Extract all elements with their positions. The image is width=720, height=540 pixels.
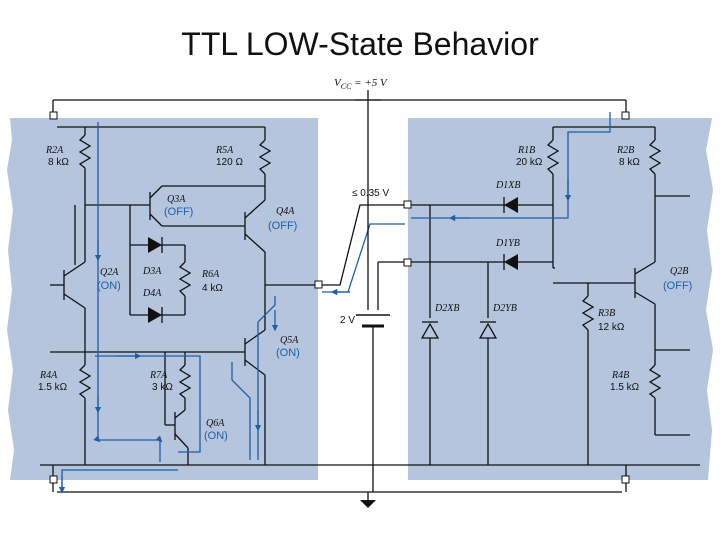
slide-title: TTL LOW-State Behavior	[181, 26, 539, 62]
d2yb-label: D2YB	[492, 303, 517, 314]
q2a-transistor	[50, 261, 86, 309]
r2b-label: R2B	[616, 145, 634, 156]
q2b-label: Q2B	[670, 266, 688, 277]
q3a-state: (OFF)	[164, 206, 193, 218]
gate-b-input-y-terminal	[403, 258, 412, 267]
r6a-label: R6A	[201, 269, 220, 280]
r4b-value: 1.5 kΩ	[610, 382, 640, 393]
r5a-resistor	[258, 139, 272, 175]
q3a-label: Q3A	[167, 194, 186, 205]
d2xb-label: D2XB	[434, 303, 459, 314]
q2b-state: (OFF)	[663, 280, 692, 292]
ground-terminal-right	[621, 475, 630, 484]
q5a-state: (ON)	[276, 347, 300, 359]
q2a-state: (ON)	[97, 280, 121, 292]
vcc-terminal-right	[621, 111, 630, 120]
r2a-resistor	[78, 134, 92, 169]
q6a-transistor	[164, 352, 189, 465]
gate-a-output-terminal	[314, 280, 323, 289]
r4a-label: R4A	[39, 370, 58, 381]
d1xb-label: D1XB	[495, 180, 520, 191]
r3b-label: R3B	[597, 308, 615, 319]
ground-rail	[40, 464, 700, 508]
vcc-rail	[49, 90, 655, 128]
q4a-transistor	[244, 185, 266, 253]
ground-terminal-left	[49, 475, 58, 484]
r5a-label: R5A	[215, 145, 234, 156]
r1b-value: 20 kΩ	[516, 157, 543, 168]
r2b-value: 8 kΩ	[619, 157, 640, 168]
q2a-label: Q2A	[100, 267, 119, 278]
r3b-value: 12 kΩ	[598, 322, 625, 333]
r1b-resistor	[546, 139, 560, 175]
q4a-state: (OFF)	[268, 220, 297, 232]
d3a-diode	[148, 237, 162, 253]
d4a-label: D4A	[142, 288, 162, 299]
r7a-resistor	[178, 364, 192, 399]
r4a-value: 1.5 kΩ	[38, 382, 68, 393]
d1yb-diode	[504, 254, 518, 270]
r2a-label: R2A	[45, 145, 64, 156]
q2b-transistor	[553, 261, 656, 305]
gate-b-input-x-terminal	[403, 200, 412, 209]
inter-gate-wiring	[322, 100, 412, 492]
q3a-transistor	[149, 185, 265, 227]
d4a-diode	[148, 307, 162, 323]
d1yb-label: D1YB	[495, 238, 520, 249]
gate-b-panel	[408, 118, 713, 480]
r5a-value: 120 Ω	[216, 157, 243, 168]
gate-a-panel	[7, 118, 318, 480]
r2b-resistor	[648, 139, 662, 175]
q5a-label: Q5A	[280, 335, 299, 346]
r6a-resistor	[178, 261, 192, 297]
input-voltage-annotation: ≤ 0.35 V	[352, 188, 390, 199]
d3a-label: D3A	[142, 266, 162, 277]
r6a-value: 4 kΩ	[202, 283, 223, 294]
ground-symbol	[360, 500, 376, 508]
r4a-resistor	[78, 364, 92, 399]
r7a-value: 3 kΩ	[152, 382, 173, 393]
r1b-label: R1B	[517, 145, 535, 156]
gate-b-current-path	[411, 112, 611, 222]
q5a-transistor	[244, 315, 266, 376]
q4a-label: Q4A	[276, 206, 295, 217]
r7a-label: R7A	[149, 370, 168, 381]
r3b-resistor	[581, 295, 595, 331]
q6a-label: Q6A	[206, 418, 225, 429]
vcc-label: VCC = +5 V	[334, 77, 388, 91]
gate-a-current-paths	[58, 122, 279, 494]
r4b-label: R4B	[611, 370, 629, 381]
q6a-state: (ON)	[204, 430, 228, 442]
vcc-terminal-left	[49, 111, 58, 120]
r2a-value: 8 kΩ	[48, 157, 69, 168]
battery-voltage-label: 2 V	[340, 315, 355, 326]
r4b-resistor	[648, 364, 662, 399]
d1xb-diode	[504, 197, 518, 213]
